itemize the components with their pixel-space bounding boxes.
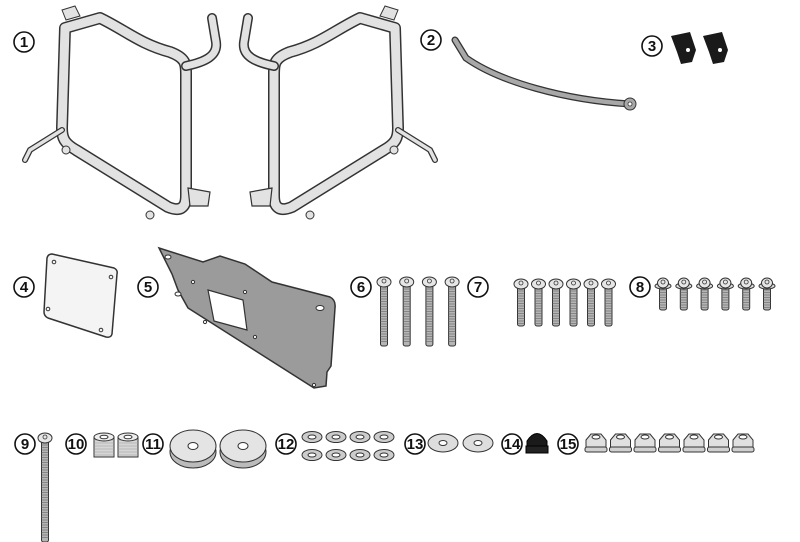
part-number-circle [420, 29, 442, 51]
part-8-flange-bolt [675, 277, 693, 311]
part-10-spacer [93, 432, 115, 458]
part-number-label: 10 [68, 436, 85, 453]
part-number-3: 3 [641, 35, 663, 57]
part-15-nut [682, 433, 706, 453]
part-15-nut [658, 433, 681, 453]
part-number-label: 15 [560, 436, 577, 453]
part-11-washer [169, 429, 217, 469]
part-number-7: 7 [467, 276, 489, 298]
part-number-circle [467, 276, 489, 298]
part-number-label: 12 [278, 436, 295, 453]
part-number-11: 11 [142, 433, 164, 455]
part-12-spring-washer [325, 431, 347, 443]
part-number-circle [142, 433, 164, 455]
part-7-bolt [566, 278, 581, 327]
part-6-bolt [444, 276, 460, 347]
part-15-nut [609, 433, 632, 453]
part-number-circle [501, 433, 523, 455]
part-15-nut [633, 433, 657, 453]
part-12-spring-washer [349, 431, 371, 443]
part-number-circle [13, 276, 35, 298]
part-9-bolt [37, 432, 53, 542]
part-number-label: 3 [648, 38, 656, 55]
part-number-8: 8 [629, 276, 651, 298]
part-8-flange-bolt [696, 277, 714, 311]
part-number-circle [137, 276, 159, 298]
part-number-label: 5 [144, 279, 152, 296]
part-1-left-frame [22, 5, 222, 220]
part-1-right-frame [238, 5, 438, 220]
part-number-label: 8 [636, 279, 644, 296]
part-7-bolt [601, 278, 616, 327]
part-number-13: 13 [404, 433, 426, 455]
part-12-spring-washer [349, 449, 371, 461]
part-7-bolt [531, 278, 546, 327]
part-number-label: 4 [20, 279, 29, 296]
part-6-bolt [376, 276, 392, 347]
part-number-label: 14 [504, 436, 521, 453]
part-15-nut [584, 433, 608, 453]
part-number-circle [350, 276, 372, 298]
part-number-circle [14, 433, 36, 455]
part-8-flange-bolt [737, 277, 755, 311]
part-number-10: 10 [65, 433, 87, 455]
part-number-label: 9 [21, 436, 29, 453]
part-number-circle [629, 276, 651, 298]
part-10-spacer [117, 432, 139, 458]
part-12-spring-washer [373, 431, 395, 443]
part-12-spring-washer [373, 449, 395, 461]
part-14-cap-nut [525, 433, 549, 454]
part-number-1: 1 [13, 31, 35, 53]
part-7-bolt [513, 278, 529, 327]
part-8-flange-bolt [716, 277, 734, 311]
part-number-circle [404, 433, 426, 455]
part-12-spring-washer [301, 431, 323, 443]
part-6-bolt [399, 276, 415, 347]
part-8-flange-bolt [758, 277, 776, 311]
part-12-spring-washer [325, 449, 347, 461]
part-6-bolt [421, 276, 437, 347]
part-number-circle [275, 433, 297, 455]
part-number-15: 15 [557, 433, 579, 455]
part-number-6: 6 [350, 276, 372, 298]
part-7-bolt [583, 278, 599, 327]
part-number-4: 4 [13, 276, 35, 298]
part-8-flange-bolt [654, 277, 672, 311]
part-3-clips [671, 32, 728, 64]
part-number-2: 2 [420, 29, 442, 51]
part-number-label: 11 [145, 436, 161, 453]
part-number-9: 9 [14, 433, 36, 455]
part-number-14: 14 [501, 433, 523, 455]
part-5-mounting-plate [157, 246, 336, 389]
part-number-label: 6 [357, 279, 365, 296]
part-number-label: 7 [474, 279, 482, 296]
part-15-nut [707, 433, 730, 453]
part-number-circle [65, 433, 87, 455]
part-7-bolt [548, 278, 564, 327]
part-number-circle [641, 35, 663, 57]
part-4-plate [43, 253, 118, 338]
part-number-label: 13 [407, 436, 424, 453]
part-15-nut [731, 433, 755, 453]
part-2-strap [451, 36, 637, 111]
part-number-label: 2 [427, 32, 435, 49]
part-13-washer [427, 433, 459, 453]
part-number-circle [13, 31, 35, 53]
part-number-label: 1 [20, 34, 28, 51]
part-13-washer [462, 433, 494, 453]
part-11-washer [219, 429, 267, 469]
part-number-circle [557, 433, 579, 455]
part-12-spring-washer [301, 449, 323, 461]
part-number-5: 5 [137, 276, 159, 298]
part-number-12: 12 [275, 433, 297, 455]
